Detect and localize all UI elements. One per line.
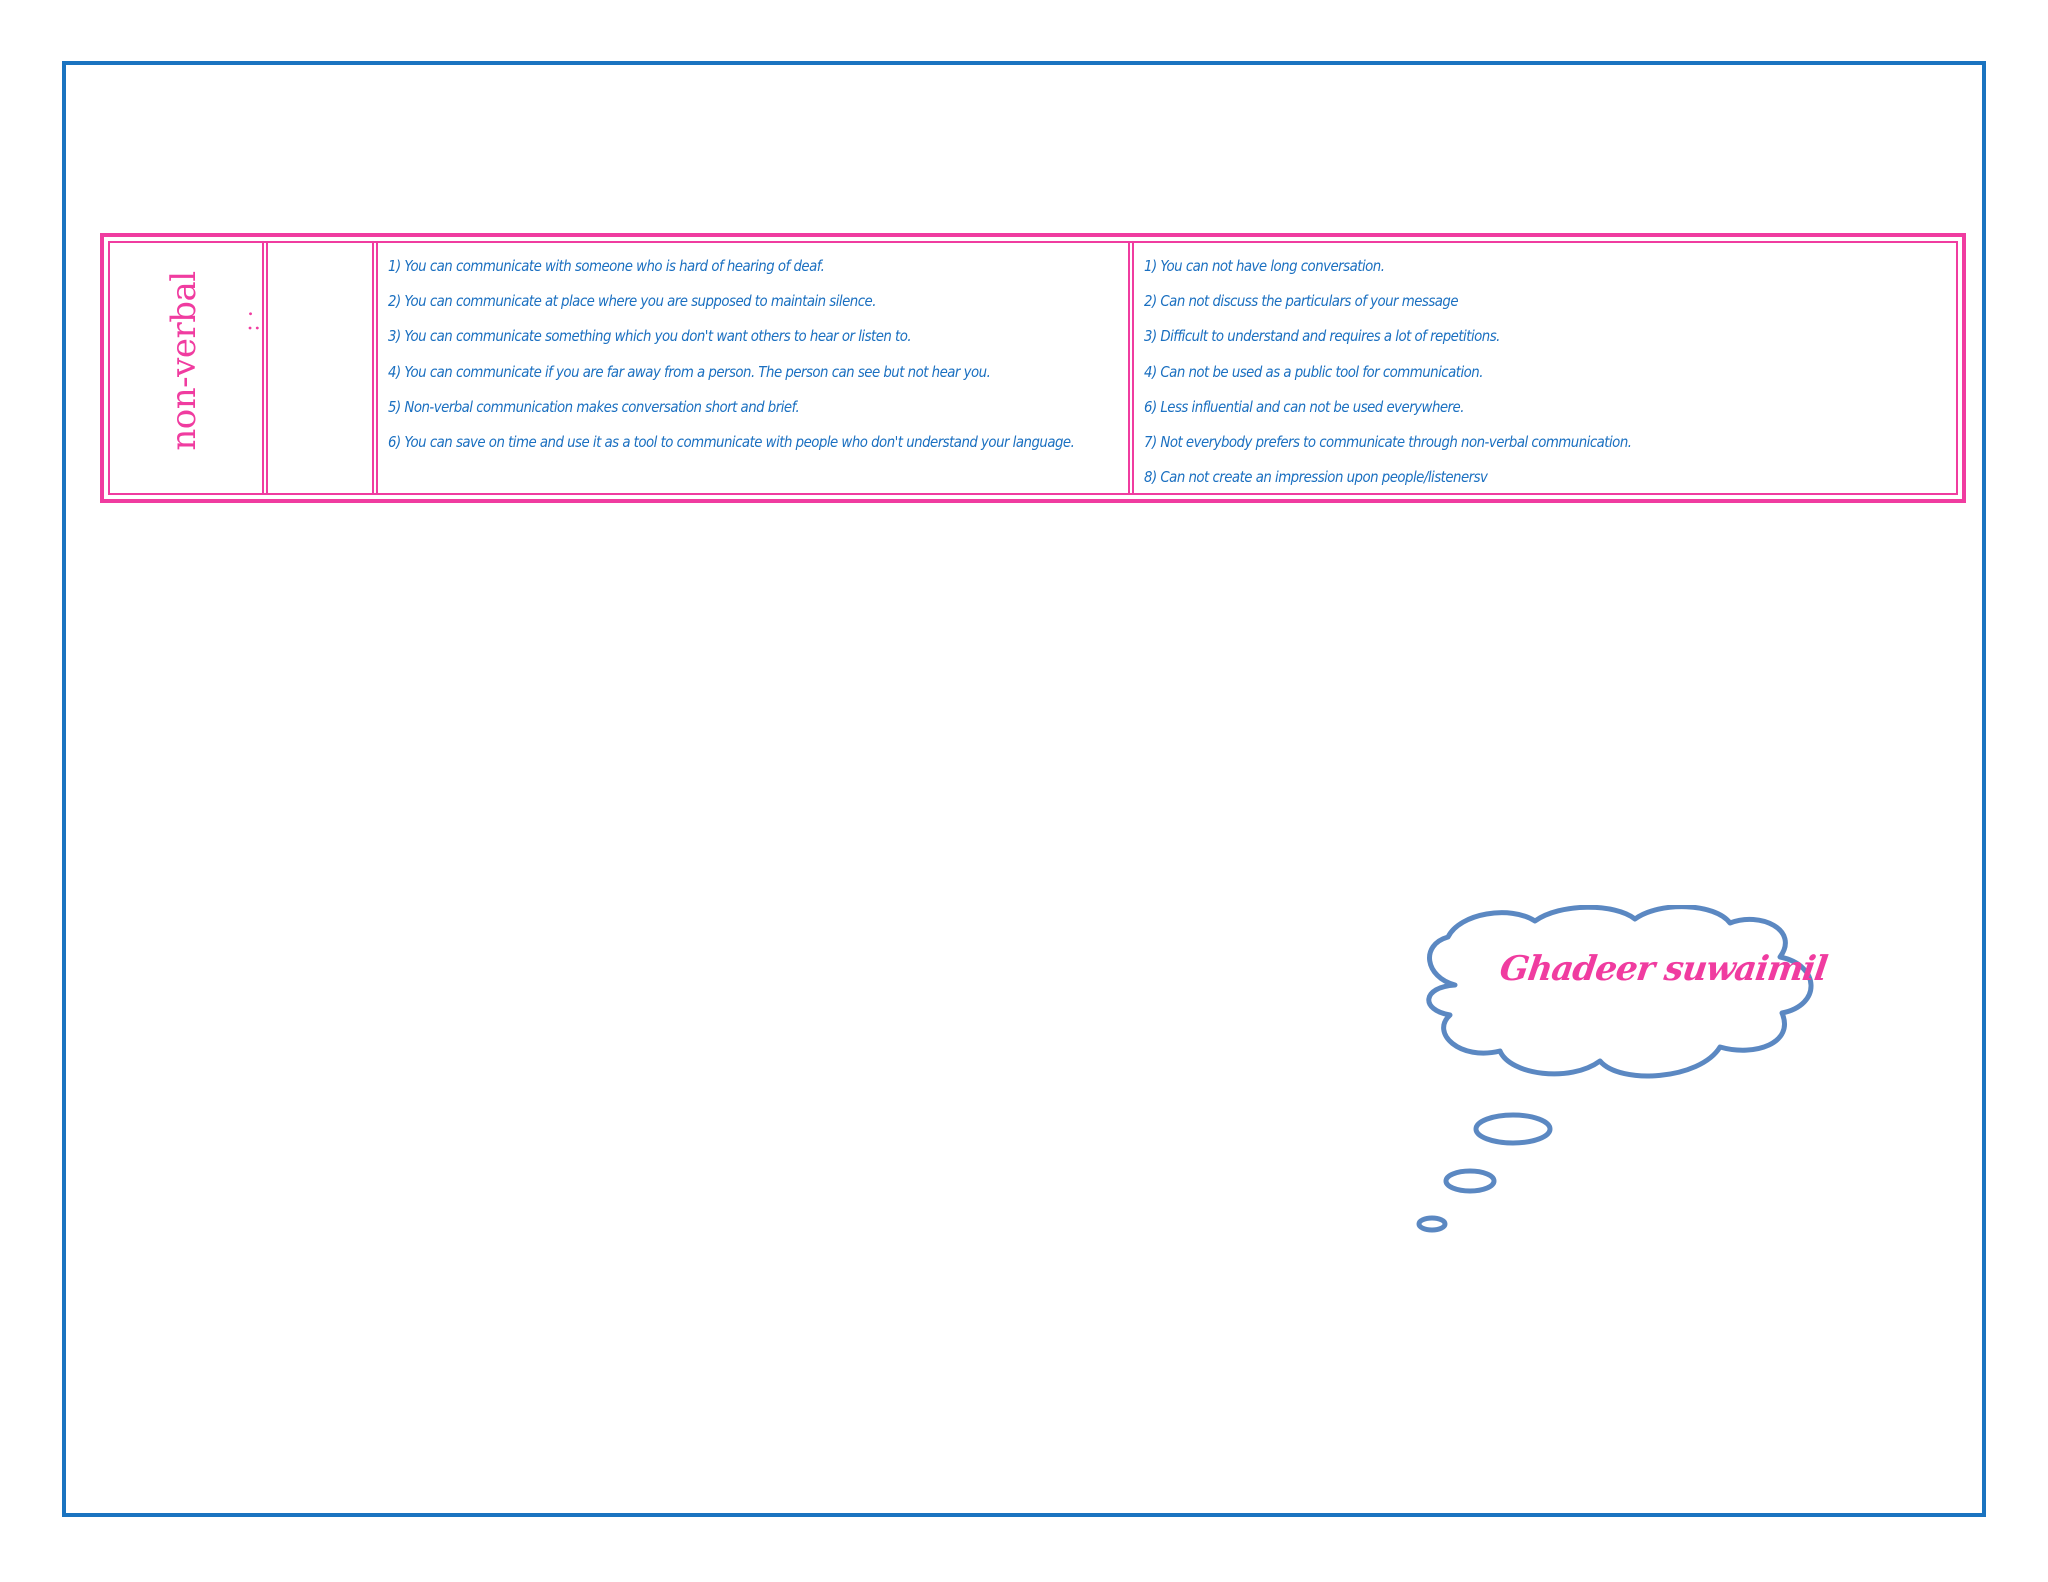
vertical-title: non-verbal bbox=[164, 271, 204, 451]
list-item: 4) Can not be used as a public tool for … bbox=[1144, 362, 1483, 381]
thought-bubble: Ghadeer suwaimil bbox=[1400, 905, 1844, 1235]
list-item: 1) You can not have long conversation. bbox=[1144, 257, 1385, 275]
list-item: 8) Can not create an impression upon peo… bbox=[1144, 468, 1488, 487]
list-item: 5) Non-verbal communication makes conver… bbox=[388, 397, 800, 416]
comparison-table: non-verbal : · 1) You can communicate wi… bbox=[100, 233, 1966, 503]
list-item: 7) Not everybody prefers to communicate … bbox=[1144, 433, 1632, 452]
comparison-table-row: non-verbal : · 1) You can communicate wi… bbox=[108, 241, 1958, 495]
list-item: 6) Less influential and can not be used … bbox=[1144, 397, 1464, 416]
list-item: 4) You can communicate if you are far aw… bbox=[388, 362, 991, 381]
list-item: 6) You can save on time and use it as a … bbox=[388, 433, 1075, 452]
list-item: 2) Can not discuss the particulars of yo… bbox=[1144, 292, 1459, 311]
table-empty-cell bbox=[262, 243, 372, 493]
advantages-list: 1) You can communicate with someone who … bbox=[378, 243, 1128, 460]
disadvantages-cell: 1) You can not have long conversation. 2… bbox=[1128, 243, 1956, 493]
page-border bbox=[62, 61, 1986, 1517]
list-item: 2) You can communicate at place where yo… bbox=[388, 292, 876, 311]
advantages-cell: 1) You can communicate with someone who … bbox=[372, 243, 1128, 493]
table-label-cell: non-verbal : · bbox=[110, 243, 262, 493]
list-item: 1) You can communicate with someone who … bbox=[388, 257, 825, 275]
list-item: 3) Difficult to understand and requires … bbox=[1144, 327, 1500, 346]
list-item: 3) You can communicate something which y… bbox=[388, 327, 912, 346]
thought-cloud-icon bbox=[1416, 905, 1814, 1233]
vertical-marks: : · bbox=[239, 310, 263, 332]
disadvantages-list: 1) You can not have long conversation. 2… bbox=[1134, 243, 1956, 493]
thought-bubble-text: Ghadeer suwaimil bbox=[1497, 949, 1830, 989]
